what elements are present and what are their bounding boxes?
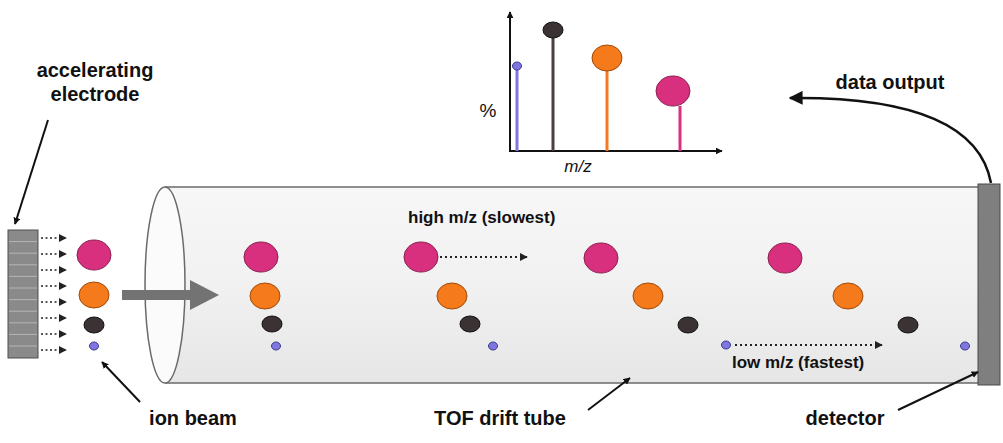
motion-arrow bbox=[735, 344, 882, 346]
leader-arrow bbox=[588, 378, 630, 410]
ion bbox=[460, 316, 480, 332]
field-arrows bbox=[41, 238, 66, 350]
ion bbox=[768, 243, 802, 273]
electrode-line bbox=[9, 311, 37, 312]
ion bbox=[961, 342, 970, 350]
peak-ion bbox=[513, 62, 522, 70]
detector-plate bbox=[978, 184, 1000, 385]
drift-tube-body bbox=[165, 187, 985, 383]
beam-label: ion beam bbox=[149, 406, 237, 430]
electrode-line bbox=[9, 253, 37, 254]
tube-edge bbox=[165, 186, 985, 188]
electrode-line bbox=[9, 264, 37, 265]
ion bbox=[250, 283, 280, 309]
field-arrow bbox=[41, 285, 66, 287]
tube-opening bbox=[145, 187, 185, 383]
electrode-line bbox=[9, 276, 37, 277]
motion-label: high m/z (slowest) bbox=[408, 208, 555, 228]
ion bbox=[90, 342, 99, 350]
ion bbox=[437, 283, 467, 309]
ion bbox=[584, 243, 618, 273]
electrode-line bbox=[9, 241, 37, 242]
spectrum-peak bbox=[552, 38, 555, 151]
ion bbox=[833, 283, 863, 309]
tube-label: TOF drift tube bbox=[434, 406, 566, 430]
chart-axis bbox=[509, 150, 722, 152]
peak-ion bbox=[543, 22, 563, 38]
ion bbox=[489, 342, 498, 350]
ion bbox=[262, 316, 282, 332]
leader-arrow bbox=[15, 120, 48, 224]
ion bbox=[722, 341, 731, 349]
field-arrow bbox=[41, 317, 66, 319]
ion bbox=[272, 342, 281, 350]
electrode-line bbox=[9, 334, 37, 335]
motion-arrow bbox=[440, 256, 527, 258]
motion-label: low m/z (fastest) bbox=[732, 353, 864, 373]
chart-axis bbox=[509, 12, 511, 151]
electrode-line bbox=[9, 346, 37, 347]
axis-label: % bbox=[480, 100, 497, 123]
ion bbox=[79, 282, 109, 308]
ion bbox=[84, 317, 104, 333]
ion bbox=[244, 242, 278, 272]
electrode-line bbox=[9, 288, 37, 289]
field-arrow bbox=[41, 253, 66, 255]
spectrum-peak bbox=[606, 70, 609, 151]
output-label: data output bbox=[836, 70, 945, 94]
beam-arrow bbox=[122, 280, 219, 310]
field-arrow bbox=[41, 333, 66, 335]
field-arrow bbox=[41, 349, 66, 351]
field-arrow bbox=[41, 269, 66, 271]
output-arrow bbox=[790, 98, 991, 183]
spectrum-peak bbox=[516, 70, 519, 151]
spectrum-peak bbox=[679, 106, 682, 151]
peak-ion bbox=[656, 76, 690, 106]
detector-label: detector bbox=[806, 406, 885, 430]
ions bbox=[77, 240, 970, 350]
ion bbox=[633, 283, 663, 309]
tube-edge bbox=[165, 382, 985, 384]
ion bbox=[404, 242, 438, 272]
ion bbox=[898, 317, 918, 333]
axis-label: m/z bbox=[564, 157, 591, 177]
leader-arrow bbox=[102, 362, 140, 402]
ion bbox=[678, 317, 698, 333]
peak-ion bbox=[592, 45, 622, 71]
electrode-grid bbox=[9, 242, 37, 346]
drift-tube: high m/z (slowest) low m/z (fastest) bbox=[148, 186, 990, 383]
electrode-plate bbox=[8, 230, 38, 358]
ion bbox=[77, 240, 111, 270]
leader-arrow bbox=[898, 372, 978, 410]
electrode-line bbox=[9, 299, 37, 300]
field-arrow bbox=[41, 237, 66, 239]
field-arrow bbox=[41, 301, 66, 303]
electrode-line bbox=[9, 322, 37, 323]
electrode-label: accelerating electrode bbox=[10, 58, 180, 106]
